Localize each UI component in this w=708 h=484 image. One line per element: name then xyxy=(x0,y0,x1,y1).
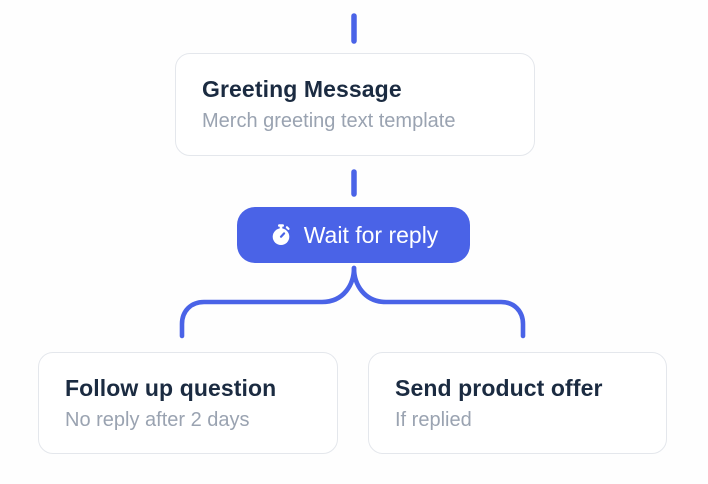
node-follow-up-question[interactable]: Follow up question No reply after 2 days xyxy=(38,352,338,454)
stopwatch-icon xyxy=(269,223,293,247)
node-subtitle: Merch greeting text template xyxy=(202,110,456,132)
node-title: Follow up question xyxy=(65,374,277,401)
node-subtitle: If replied xyxy=(395,408,472,431)
wait-for-reply-button[interactable]: Wait for reply xyxy=(237,207,470,263)
branch-right-connector xyxy=(351,265,526,339)
branch-left-connector xyxy=(179,265,357,339)
node-send-product-offer[interactable]: Send product offer If replied xyxy=(368,352,667,454)
node-title: Greeting Message xyxy=(202,76,402,102)
node-title: Send product offer xyxy=(395,374,603,401)
wait-for-reply-label: Wait for reply xyxy=(303,221,439,248)
node-greeting-message[interactable]: Greeting Message Merch greeting text tem… xyxy=(175,53,535,156)
node-subtitle: No reply after 2 days xyxy=(65,408,250,431)
